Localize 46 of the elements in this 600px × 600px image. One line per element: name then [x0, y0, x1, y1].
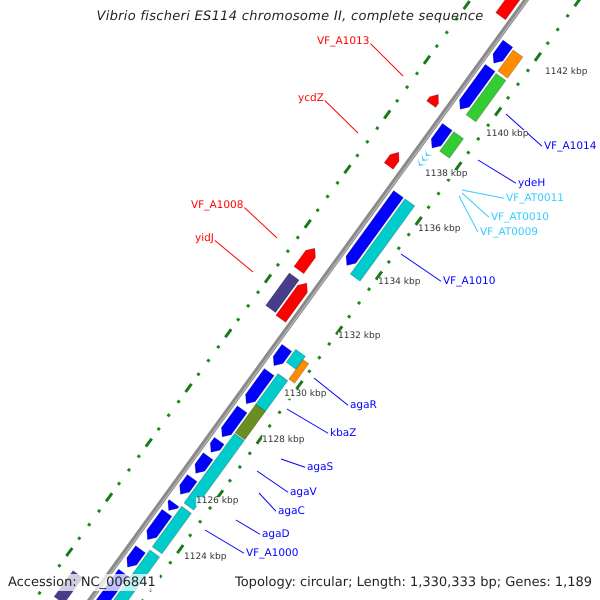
gene-label: VF_A1010 — [443, 276, 496, 286]
leader-line — [400, 254, 442, 282]
leader-line — [256, 470, 288, 493]
leader-line — [258, 492, 276, 512]
gene-label: ycdZ — [298, 93, 324, 104]
scale-label: 1128 kbp — [262, 436, 304, 445]
leader-line — [462, 192, 490, 218]
scale-label: 1134 kbp — [378, 278, 420, 287]
leader-line — [244, 207, 278, 238]
leader-line — [314, 378, 348, 406]
info-text: Topology: circular; Length: 1,330,333 bp; Genes: 1,189 — [233, 576, 594, 589]
gene-label: kbaZ — [330, 428, 356, 438]
gene-label: yidJ — [195, 233, 214, 244]
scale-label: 1142 kbp — [545, 68, 588, 77]
gene-label: agaR — [350, 400, 377, 410]
leader-line — [214, 240, 254, 272]
gene-label: VF_AT0010 — [491, 212, 549, 222]
gene-label: VF_AT0011 — [506, 193, 564, 204]
leader-line — [204, 530, 244, 554]
map-title: Vibrio fischeri ES114 chromosome II, complete sequence — [96, 10, 484, 23]
leader-line — [286, 408, 328, 434]
gene-label: VF_A1008 — [191, 200, 244, 210]
gene-label: VF_AT0009 — [480, 227, 538, 238]
leader-line — [458, 196, 478, 233]
leader-line — [506, 114, 542, 147]
scale-label: 1124 kbp — [184, 553, 226, 562]
leader-line — [236, 520, 260, 535]
scale-label: 1138 kbp — [425, 170, 468, 179]
leader-line — [280, 458, 306, 468]
gene-label: agaS — [307, 462, 334, 472]
scale-label: 1140 kbp — [486, 130, 528, 139]
gene-label: agaV — [290, 487, 317, 498]
scale-label: 1130 kbp — [284, 390, 326, 399]
gene-label: VF_A1014 — [544, 141, 596, 152]
leader-line — [462, 190, 504, 199]
leader-line — [370, 43, 404, 76]
scale-label: 1136 kbp — [418, 225, 460, 234]
scale-label: 1132 kbp — [338, 332, 380, 341]
gene-label: ydeH — [518, 178, 546, 188]
leader-line — [478, 160, 516, 184]
gene-label: agaD — [262, 529, 290, 540]
gene-label: VF_A1013 — [317, 36, 370, 46]
gene-label: VF_A1000 — [246, 548, 298, 558]
scale-label: 1126 kbp — [196, 497, 238, 506]
leader-line — [324, 100, 358, 134]
gene-label: agaC — [278, 506, 305, 516]
